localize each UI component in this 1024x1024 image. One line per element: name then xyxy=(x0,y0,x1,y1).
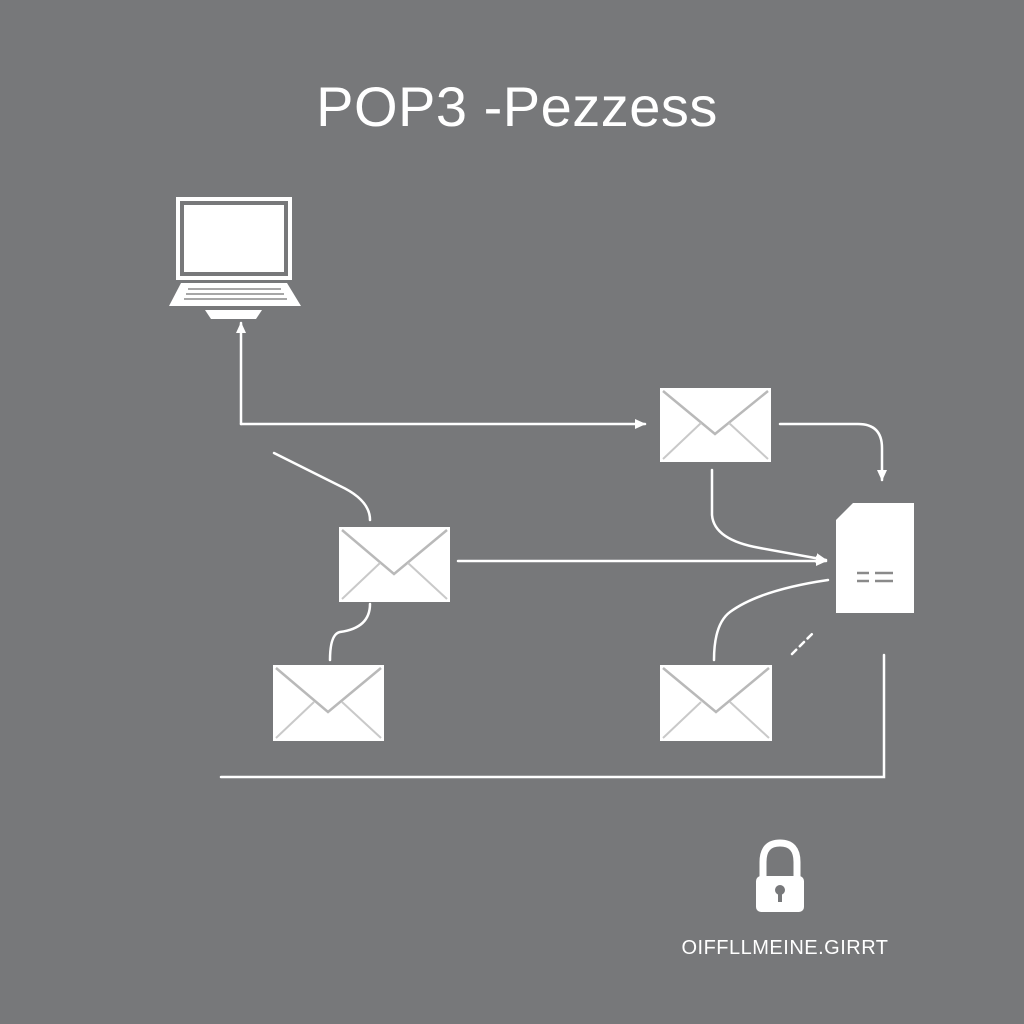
connector-server-to-bottom xyxy=(712,578,830,662)
envelope-icon xyxy=(660,388,771,462)
server-document-icon xyxy=(836,503,914,613)
envelope-icon xyxy=(660,665,772,741)
connector-diagonal-in xyxy=(272,451,372,522)
envelope-icon xyxy=(339,527,450,602)
padlock-icon xyxy=(756,839,804,912)
connector-dash xyxy=(790,632,814,656)
lock-caption: OIFFLLMEINE.GIRRT xyxy=(681,937,889,959)
diagram-title: POP3 -Pezzess xyxy=(316,75,718,138)
connector-envelope-curve xyxy=(710,468,828,564)
connector-envelope-to-server xyxy=(778,422,887,482)
envelope-icon xyxy=(273,665,384,741)
connector-middle-to-bottom xyxy=(328,602,372,662)
connector-lines xyxy=(219,321,887,779)
laptop-icon xyxy=(169,197,301,319)
connector-base-line xyxy=(219,653,886,779)
